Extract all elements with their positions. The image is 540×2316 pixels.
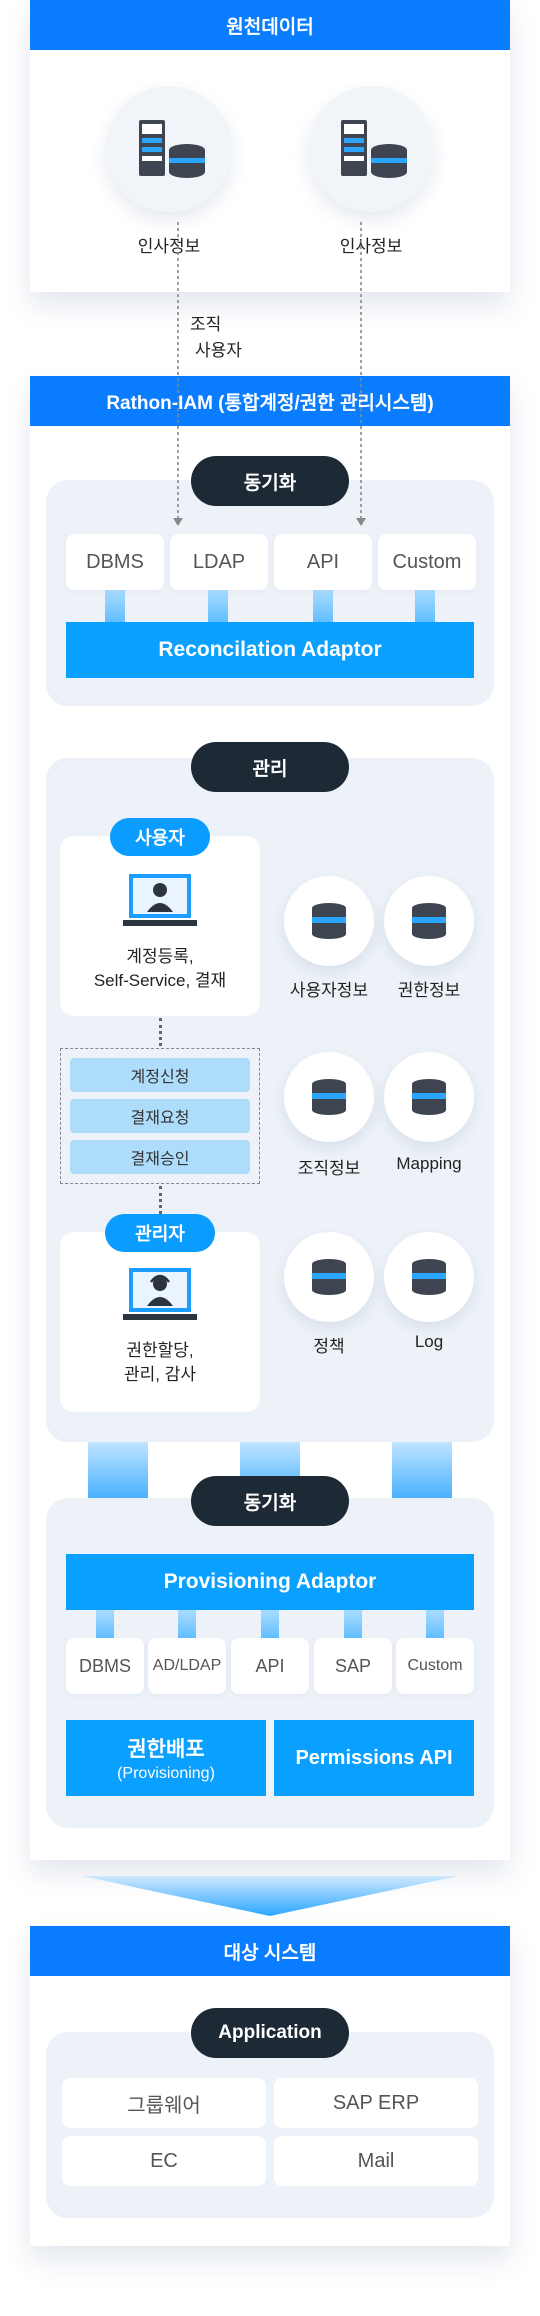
- user-tag: 사용자: [110, 818, 210, 856]
- target-sap: SAP: [314, 1638, 392, 1694]
- application-pill: Application: [191, 2008, 349, 2058]
- source-api: API: [274, 534, 372, 590]
- step-account-request: 계정신청: [70, 1058, 250, 1092]
- server-a-label: 인사정보: [137, 237, 201, 256]
- store-policy: [284, 1232, 374, 1322]
- sync-top-pill: 동기화: [191, 456, 349, 506]
- admin-tag: 관리자: [105, 1214, 215, 1252]
- flow-arrows: [173, 222, 366, 526]
- flow-label-user: 사용자: [195, 341, 242, 360]
- user-steps-dots: [159, 1018, 162, 1046]
- sync-bottom-pill: 동기화: [191, 1476, 349, 1526]
- connector-api: [313, 590, 333, 624]
- user-desc-line1: 계정등록,: [126, 947, 194, 966]
- connector-mgmt-sync-right: [392, 1442, 452, 1498]
- store-mapping-label: Mapping: [396, 1154, 462, 1173]
- app-groupware: 그룹웨어: [62, 2078, 266, 2128]
- app-mail: Mail: [274, 2136, 478, 2186]
- step-approval-request: 결재요청: [70, 1099, 250, 1133]
- admin-card: [60, 1232, 260, 1412]
- store-policy-label: 정책: [313, 1337, 345, 1356]
- down-arrow: [82, 1876, 458, 1916]
- connector-mgmt-sync-left: [88, 1442, 148, 1498]
- database-icon: [412, 1259, 446, 1295]
- store-user-info: [284, 876, 374, 966]
- user-laptop-icon: [123, 874, 197, 926]
- provisioning-block: 권한배포 (Provisioning): [66, 1720, 266, 1796]
- store-permission-info: [384, 876, 474, 966]
- admin-desc-line1: 권한할당,: [126, 1341, 194, 1360]
- connector-target-adldap: [178, 1610, 196, 1640]
- admin-headset-icon: [123, 1268, 197, 1320]
- app-sap-erp: SAP ERP: [274, 2078, 478, 2128]
- server-b-label: 인사정보: [339, 237, 403, 256]
- step-approval: 결재승인: [70, 1140, 250, 1174]
- database-icon: [412, 903, 446, 939]
- store-org-info-label: 조직정보: [297, 1159, 361, 1178]
- iam-title: Rathon-IAM (통합계정/권한 관리시스템): [30, 376, 510, 426]
- server-database-icon: [139, 120, 205, 178]
- provisioning-title: 권한배포: [127, 1738, 205, 1761]
- source-dbms: DBMS: [66, 534, 164, 590]
- connector-target-custom: [426, 1610, 444, 1640]
- provisioning-subtitle: (Provisioning): [117, 1765, 215, 1782]
- store-mapping: [384, 1052, 474, 1142]
- server-a-circle: [106, 86, 232, 212]
- store-org-info: [284, 1052, 374, 1142]
- workflow-steps-box: [60, 1048, 260, 1184]
- connector-dbms: [105, 590, 125, 624]
- target-dbms: DBMS: [66, 1638, 144, 1694]
- connector-target-dbms: [96, 1610, 114, 1640]
- permissions-api-block: Permissions API: [274, 1720, 474, 1796]
- database-icon: [312, 1079, 346, 1115]
- store-log-label: Log: [414, 1332, 444, 1351]
- target-adldap: AD/LDAP: [148, 1638, 226, 1694]
- connector-custom: [415, 590, 435, 624]
- source-title: 원천데이터: [30, 0, 510, 50]
- store-permission-info-label: 권한정보: [397, 981, 461, 1000]
- target-title: 대상 시스템: [30, 1926, 510, 1976]
- management-pill: 관리: [191, 742, 349, 792]
- steps-admin-dots: [159, 1186, 162, 1214]
- server-b-circle: [308, 86, 434, 212]
- provisioning-adaptor: Provisioning Adaptor: [66, 1554, 474, 1610]
- store-log: [384, 1232, 474, 1322]
- app-ec: EC: [62, 2136, 266, 2186]
- database-icon: [412, 1079, 446, 1115]
- database-icon: [312, 1259, 346, 1295]
- source-ldap: LDAP: [170, 534, 268, 590]
- store-user-info-label: 사용자정보: [289, 981, 369, 1000]
- source-custom: Custom: [378, 534, 476, 590]
- connector-target-api: [261, 1610, 279, 1640]
- target-api: API: [231, 1638, 309, 1694]
- target-custom: Custom: [396, 1638, 474, 1694]
- flow-label-organization: 조직: [190, 315, 222, 334]
- reconcilation-adaptor: Reconcilation Adaptor: [66, 622, 474, 678]
- user-desc-line2: Self-Service, 결재: [93, 971, 227, 990]
- connector-target-sap: [344, 1610, 362, 1640]
- admin-desc-line2: 관리, 감사: [123, 1365, 196, 1384]
- connector-ldap: [208, 590, 228, 624]
- server-database-icon: [341, 120, 407, 178]
- database-icon: [312, 903, 346, 939]
